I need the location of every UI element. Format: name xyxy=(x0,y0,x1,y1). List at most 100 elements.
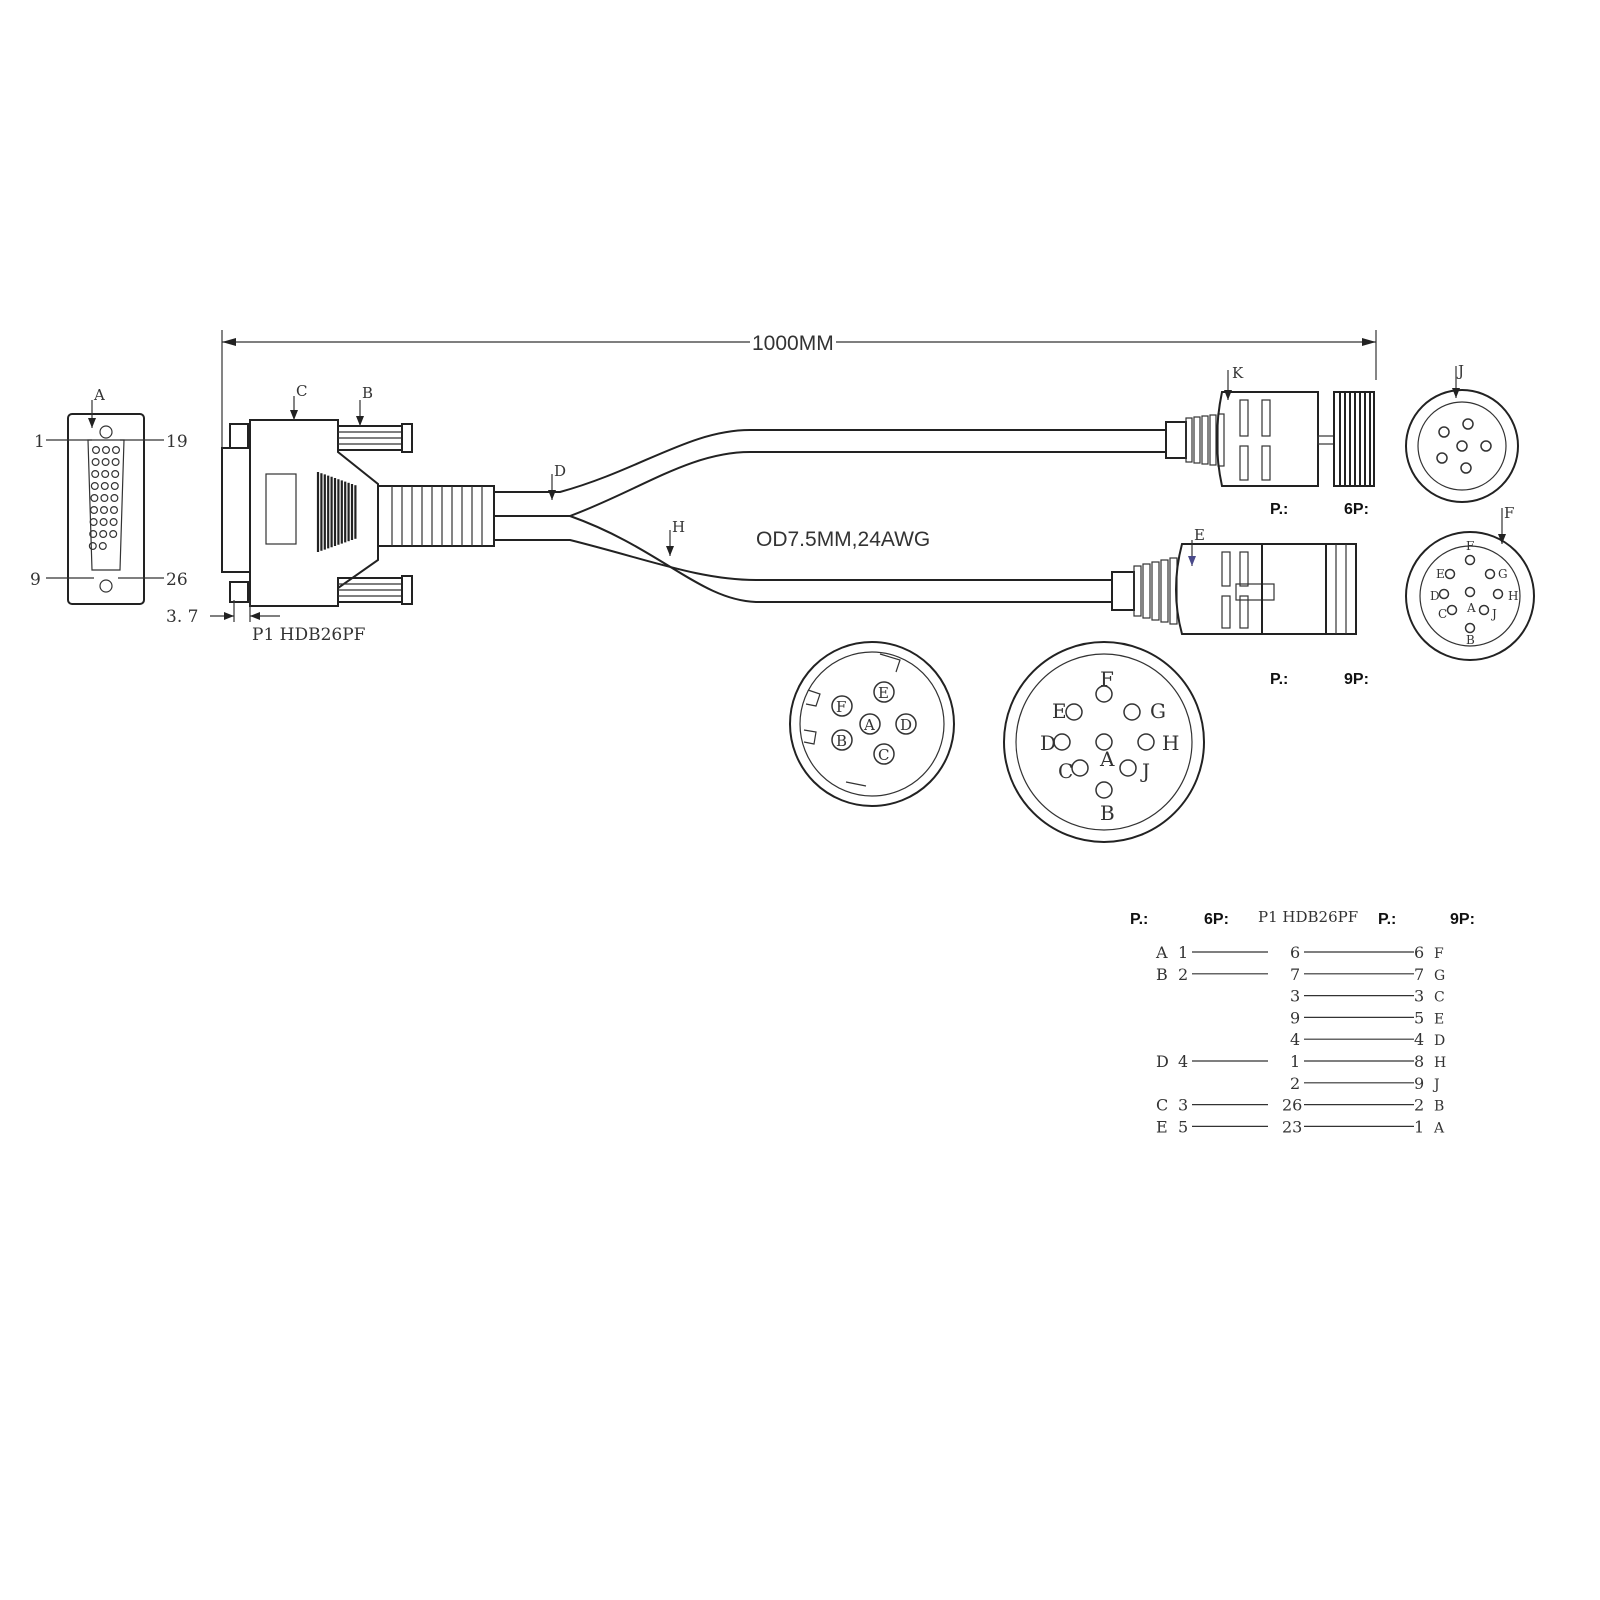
callout-C: C xyxy=(296,382,307,400)
connector-6p-face-small: J xyxy=(1405,362,1519,503)
connector-6p-side-view: K P.: 6P: xyxy=(1165,364,1375,518)
main-connector-name: P1 HDB26PF xyxy=(252,625,366,645)
conn6-caption-name: 6P: xyxy=(1344,501,1369,518)
row-9p-letter: C xyxy=(1434,990,1445,1006)
pin-label-9p-small: H xyxy=(1508,589,1518,603)
boot-rib xyxy=(1151,561,1160,621)
hdb26-pin xyxy=(98,541,107,550)
pin-9p-large xyxy=(1137,733,1155,751)
table-header-9p-name: 9P: xyxy=(1450,911,1475,928)
hdb26-side-view: C B 3. 7 P1 HDB26PF xyxy=(166,382,495,645)
row-p1-pin: 23 xyxy=(1282,1117,1302,1136)
pin-9p-large xyxy=(1065,703,1083,721)
row-9p-letter: G xyxy=(1434,968,1445,984)
hdb26-pin xyxy=(91,458,100,467)
pin-label-6p-large: A xyxy=(863,716,875,734)
pin-9p-small xyxy=(1464,622,1476,634)
pin-label-1: 1 xyxy=(34,432,45,452)
boot-rib xyxy=(1193,416,1201,464)
length-dimension: 1000MM xyxy=(221,330,1377,470)
hdb26-pin xyxy=(101,458,110,467)
cable-spec: OD7.5MM,24AWG xyxy=(756,528,930,551)
hdb26-pin xyxy=(100,482,109,491)
hdb26-pin xyxy=(110,482,119,491)
pin-9p-large xyxy=(1095,781,1113,799)
pin-label-9p-small: D xyxy=(1430,589,1440,603)
boot-rib xyxy=(1217,413,1225,467)
row-9p-number: 7 xyxy=(1414,965,1424,984)
row-9p-number: 1 xyxy=(1414,1117,1424,1136)
hdb26-pin xyxy=(110,494,119,503)
pin-label-9p-large: A xyxy=(1099,747,1115,771)
row-6p-number: 5 xyxy=(1178,1117,1188,1136)
pin-label-6p-large: F xyxy=(836,698,846,716)
row-6p-letter: C xyxy=(1156,1096,1168,1115)
row-9p-number: 9 xyxy=(1414,1074,1424,1093)
hdb26-pin xyxy=(90,482,99,491)
connector-9p-boot xyxy=(1111,557,1178,625)
pin-label-19: 19 xyxy=(166,432,188,452)
hdb26-pin xyxy=(109,506,118,515)
pin-9p-large xyxy=(1053,733,1071,751)
row-6p-letter: E xyxy=(1156,1117,1168,1136)
boot-rib xyxy=(1201,415,1209,465)
row-6p-number: 4 xyxy=(1178,1052,1188,1071)
boot-rib xyxy=(1142,563,1151,619)
pin-6p-large xyxy=(873,743,895,765)
row-p1-pin: 2 xyxy=(1290,1074,1300,1093)
hdb26-pin xyxy=(89,529,98,538)
table-header-6p-prefix: P.: xyxy=(1130,911,1148,928)
hdb26-pin xyxy=(99,517,108,526)
hdb26-pin xyxy=(90,494,99,503)
hdb26-face-view: 1 19 9 26 A xyxy=(30,386,188,605)
row-9p-letter: E xyxy=(1434,1011,1444,1027)
pin-6p-large xyxy=(873,681,895,703)
callout-D: D xyxy=(554,462,566,480)
hdb26-pin xyxy=(101,446,110,455)
row-9p-number: 8 xyxy=(1414,1052,1424,1071)
conn9-caption-name: 9P: xyxy=(1344,671,1369,688)
row-6p-letter: B xyxy=(1156,965,1168,984)
callout-A: A xyxy=(93,386,105,404)
row-p1-pin: 7 xyxy=(1290,965,1300,984)
pin-label-9p-small: J xyxy=(1490,607,1497,621)
row-9p-letter: D xyxy=(1434,1033,1445,1049)
callout-K: K xyxy=(1232,364,1244,382)
row-6p-number: 3 xyxy=(1178,1096,1188,1115)
row-9p-letter: H xyxy=(1434,1055,1446,1071)
pin-label-9p-large: G xyxy=(1150,699,1166,723)
hdb26-pin xyxy=(91,470,100,479)
hdb26-pin xyxy=(111,446,120,455)
pin-9p-large xyxy=(1095,685,1113,703)
pin-label-9p-large: B xyxy=(1100,801,1115,825)
pin-9p-small xyxy=(1478,604,1490,616)
pin-label-9p-small: C xyxy=(1438,607,1447,621)
hdb26-pin xyxy=(91,446,100,455)
boot-rib xyxy=(1160,559,1169,623)
length-label: 1000MM xyxy=(752,332,834,355)
row-p1-pin: 26 xyxy=(1282,1096,1302,1115)
pin-9p-large xyxy=(1119,759,1137,777)
table-header-9p-prefix: P.: xyxy=(1378,911,1396,928)
pin-label-6p-large: C xyxy=(878,746,889,764)
pin-label-6p-large: E xyxy=(878,684,889,702)
pin-label-6p-large: B xyxy=(836,732,847,750)
callout-H: H xyxy=(672,518,685,536)
hdb26-pin xyxy=(111,458,120,467)
row-9p-number: 6 xyxy=(1414,943,1424,962)
connector-6p-thread xyxy=(1339,392,1371,486)
pin-6p-large xyxy=(831,729,853,751)
row-6p-number: 2 xyxy=(1178,965,1188,984)
pin-label-9p-large: E xyxy=(1052,699,1067,723)
